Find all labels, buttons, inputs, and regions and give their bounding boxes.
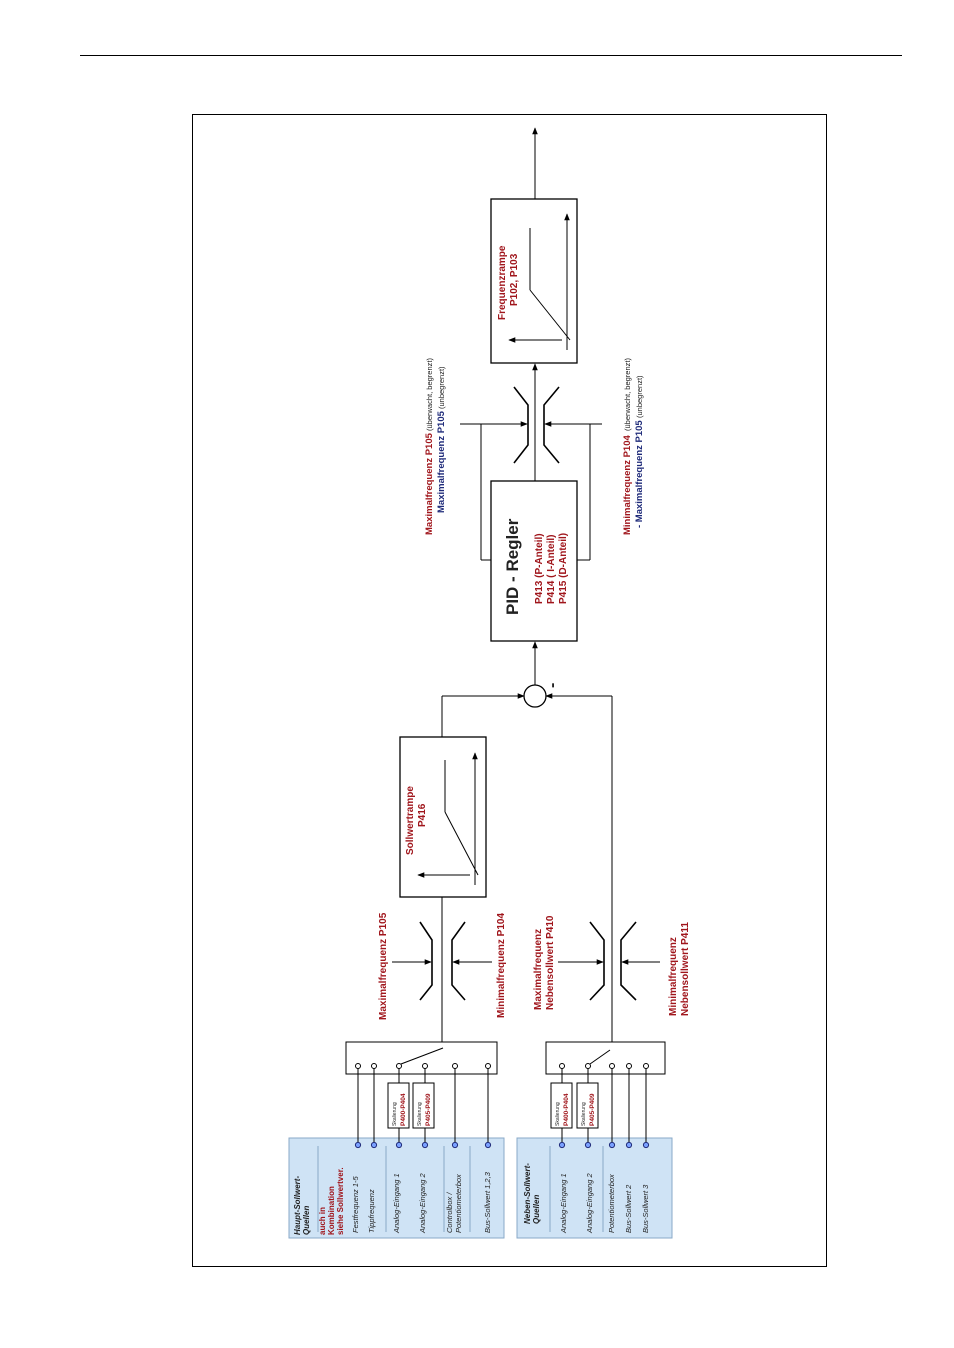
neben-item-potbox: Potentiometerbox — [607, 1174, 616, 1233]
neben-item-analog1: Analog-Eingang 1 — [559, 1173, 568, 1234]
pid-controller-block: PID - Regler P413 (P-Anteil) P414 ( I-An… — [490, 470, 578, 642]
header-rule — [80, 55, 902, 56]
haupt-item-bus: Bus-Sollwert 1,2,3 — [483, 1171, 492, 1233]
neben-terminal-3 — [608, 1141, 616, 1149]
haupt-combo-1: auch in — [318, 1207, 327, 1235]
output-limiter — [513, 386, 560, 464]
out-limiter-max-red-note: (überwacht, begrenzt) — [425, 358, 434, 431]
pid-title: PID - Regler — [503, 518, 522, 615]
out-limiter-max-red: Maximalfrequenz P105 — [424, 432, 435, 535]
neben-skal2-value: P405-P409 — [589, 1093, 596, 1126]
neben-title-2: Quellen — [532, 1195, 541, 1224]
sollwertrampe-block: Sollwertrampe P416 — [399, 736, 487, 898]
neben-limiter-max-2: Nebensollwert P410 — [545, 915, 556, 1010]
out-limiter-max-blue-note: (unbegrenzt) — [437, 366, 446, 409]
frequenzrampe-title: Frequenzrampe — [497, 245, 508, 320]
haupt-combo-2: Kombination — [327, 1186, 336, 1235]
haupt-title-2: Quellen — [302, 1206, 311, 1235]
neben-skal1-value: P400-P404 — [563, 1093, 570, 1126]
neben-item-analog2: Analog-Eingang 2 — [585, 1173, 594, 1234]
haupt-selector-switch — [345, 1041, 498, 1075]
frequenzrampe-block: Frequenzrampe P102, P103 — [490, 127, 578, 364]
haupt-item-tippfrequenz: Tippfrequenz — [367, 1189, 376, 1233]
summing-minus-sign: - — [544, 683, 561, 688]
haupt-terminal-2 — [370, 1141, 378, 1149]
haupt-skal1-value: P400-P404 — [400, 1093, 407, 1126]
neben-item-bus3: Bus-Sollwert 3 — [641, 1184, 650, 1233]
sollwertrampe-title: Sollwertrampe — [405, 786, 416, 855]
haupt-terminal-6 — [484, 1141, 492, 1149]
neben-terminal-4 — [625, 1141, 633, 1149]
main-limiter-min-label: Minimalfrequenz P104 — [496, 913, 507, 1018]
haupt-item-festfrequenz: Festfrequenz 1-5 — [351, 1175, 360, 1233]
neben-terminal-5 — [642, 1141, 650, 1149]
neben-sources-panel: Neben-Sollwert- Quellen Analog-Eingang 1… — [516, 1137, 673, 1239]
neben-skal1-label: Skalierung — [555, 1102, 561, 1126]
main-limiter-max-label: Maximalfrequenz P105 — [378, 912, 389, 1020]
diagram-frame — [192, 114, 827, 1267]
neben-title: Neben-Sollwert- — [523, 1163, 532, 1224]
out-limiter-min-blue: - Maximalfrequenz P105 — [634, 420, 645, 528]
haupt-terminal-1 — [354, 1141, 362, 1149]
neben-skal2-label: Skalierung — [581, 1102, 587, 1126]
neben-limiter-min-1: Minimalfrequenz — [668, 937, 679, 1016]
neben-terminal-2 — [584, 1141, 592, 1149]
haupt-combo-3: siehe Sollwertver. — [336, 1167, 345, 1235]
haupt-item-analog2: Analog-Eingang 2 — [418, 1173, 427, 1234]
pid-p-line: P413 (P-Anteil) — [534, 533, 545, 604]
haupt-terminal-4 — [421, 1141, 429, 1149]
neben-limiter-max-1: Maximalfrequenz — [533, 929, 544, 1010]
out-limiter-min-blue-note: (unbegrenzt) — [635, 375, 644, 418]
haupt-terminal-5 — [451, 1141, 459, 1149]
out-limiter-min-red-note: (überwacht, begrenzt) — [623, 358, 632, 431]
haupt-skal1-label: Skalierung — [392, 1102, 398, 1126]
haupt-terminal-3 — [395, 1141, 403, 1149]
neben-selector-switch — [545, 1041, 666, 1075]
out-limiter-min-red: Minimalfrequenz P104 — [622, 435, 633, 535]
neben-limiter — [589, 921, 637, 1001]
haupt-title: Haupt-Sollwert- — [293, 1176, 302, 1235]
frequenzrampe-params: P102, P103 — [509, 253, 520, 306]
out-limiter-max-blue: Maximalfrequenz P105 — [436, 410, 447, 513]
haupt-skal2-value: P405-P409 — [425, 1093, 432, 1126]
haupt-sources-panel: Haupt-Sollwert- Quellen auch in Kombinat… — [288, 1137, 505, 1239]
neben-limiter-min-2: Nebensollwert P411 — [680, 922, 691, 1016]
main-limiter — [419, 921, 466, 1001]
haupt-skal2-label: Skalierung — [417, 1102, 423, 1126]
haupt-item-controlbox: Controlbox / — [445, 1192, 454, 1233]
sollwertrampe-param: P416 — [417, 803, 428, 827]
haupt-item-potbox: Potentiometerbox — [454, 1174, 463, 1233]
neben-item-bus2: Bus-Sollwert 2 — [624, 1184, 633, 1233]
haupt-item-analog1: Analog-Eingang 1 — [392, 1173, 401, 1234]
pid-i-line: P414 ( I-Anteil) — [546, 535, 557, 604]
pid-d-line: P415 (D-Anteil) — [558, 533, 569, 604]
summing-junction: - — [523, 641, 561, 708]
neben-terminal-1 — [558, 1141, 566, 1149]
